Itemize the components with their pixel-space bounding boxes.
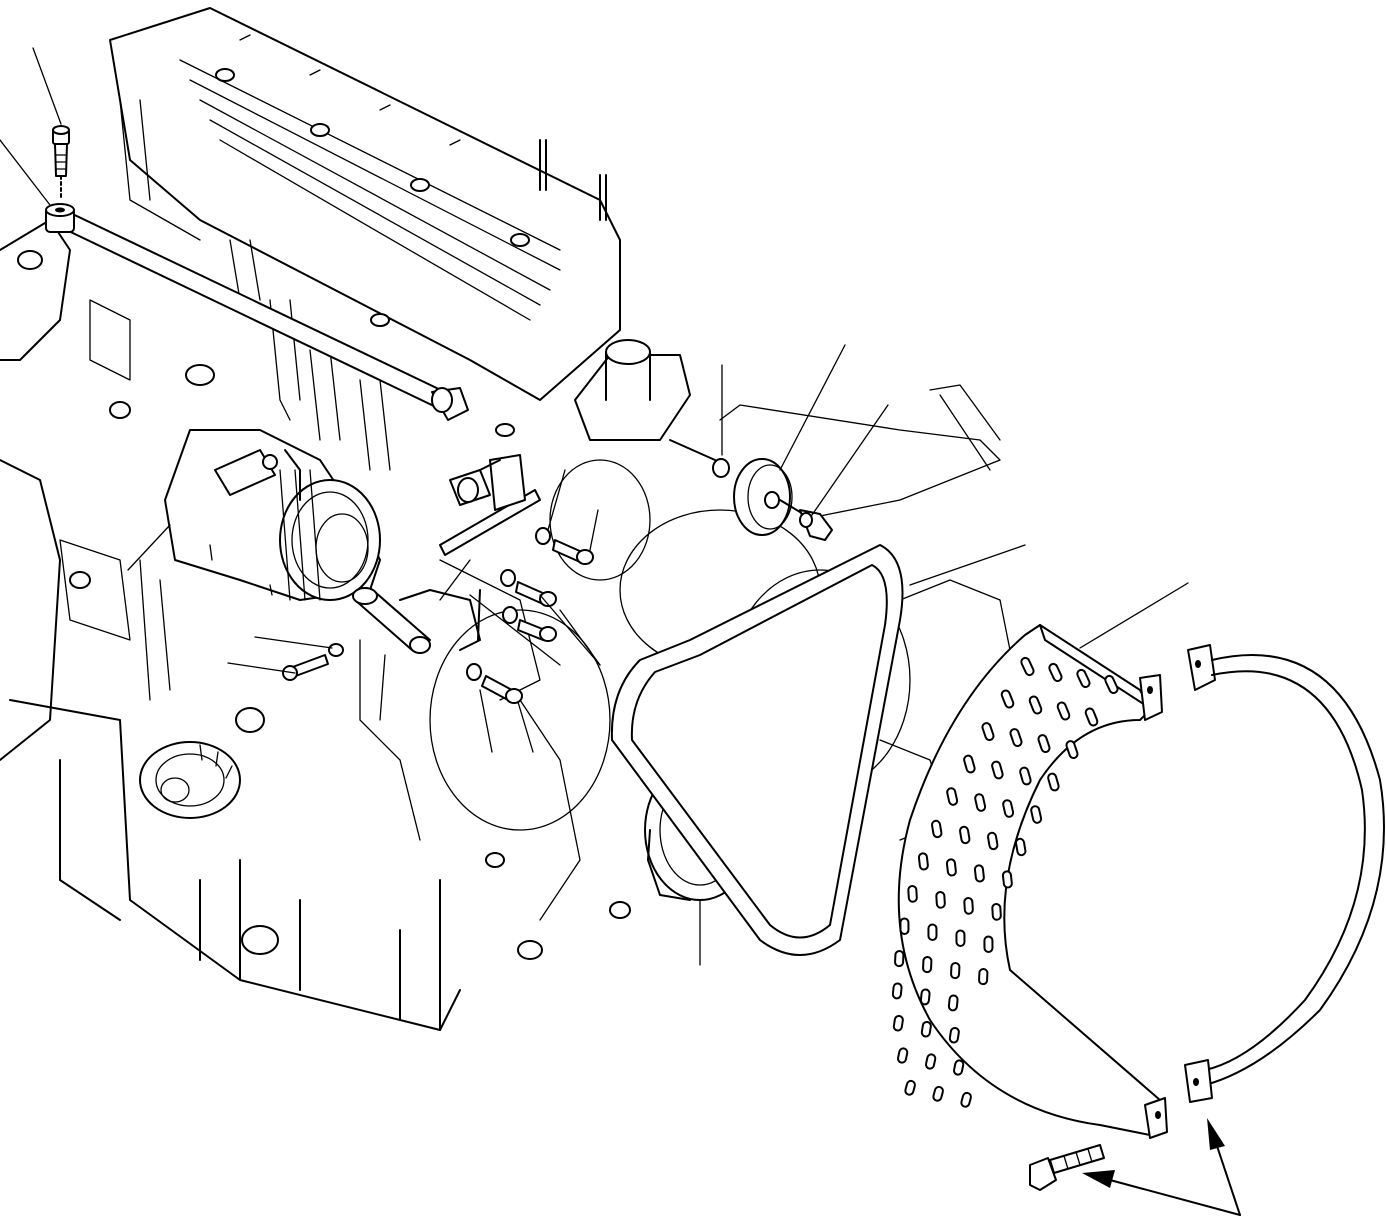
guard-slot: [951, 963, 960, 979]
guard-slot: [1104, 675, 1119, 695]
guard-slots: [892, 657, 1118, 1108]
guard-slot: [1019, 767, 1031, 786]
guard-slot: [1002, 799, 1013, 817]
guard-slot: [1037, 734, 1050, 753]
guard-slot: [908, 886, 917, 902]
guard-slot: [1057, 701, 1071, 720]
guard-band: [1185, 645, 1384, 1102]
cover-bolts: [216, 69, 529, 436]
guard-slot: [975, 865, 985, 882]
guard-slot: [1015, 838, 1026, 856]
guard-slot: [1029, 695, 1043, 714]
guard-slot: [920, 989, 929, 1005]
leader-lines: [0, 48, 1188, 965]
guard-slot: [963, 755, 975, 774]
guard-slot: [1048, 663, 1063, 683]
guard-slot: [981, 722, 994, 741]
guard-slot: [960, 1092, 971, 1108]
guard-slot: [974, 793, 985, 811]
guard-slot: [1085, 707, 1099, 726]
guard-slot: [900, 918, 908, 934]
guard-slot: [953, 1060, 964, 1076]
guard-slot: [932, 1086, 943, 1102]
guard-slot: [921, 1021, 931, 1037]
guard-slot: [1001, 689, 1015, 708]
water-pump-pulley: [670, 440, 832, 540]
guard-slot: [893, 1015, 903, 1031]
guard-slot: [949, 1027, 959, 1043]
guard-slot: [948, 995, 957, 1011]
small-bolts: [283, 528, 593, 703]
engine-block: [0, 8, 820, 1030]
guard-slot: [987, 832, 998, 850]
guard-slot: [959, 826, 970, 844]
guard-slot: [892, 983, 901, 999]
fan-belt: [612, 545, 903, 955]
guard-slot: [919, 853, 929, 870]
guard-slot: [1009, 728, 1022, 747]
guard-slot: [897, 1048, 908, 1064]
guard-slot: [895, 951, 904, 967]
guard-slot: [979, 969, 988, 985]
pivot-sleeve: [353, 588, 430, 653]
guard-slot: [923, 957, 932, 973]
guard-slot: [992, 904, 1001, 920]
block-bolts: [18, 251, 630, 959]
alternator-bracket: [400, 455, 540, 650]
rod-bolt: [53, 126, 69, 200]
assembly-arrows: [1082, 1118, 1240, 1215]
injection-pipes: [120, 100, 390, 470]
guard-bolt: [1030, 1145, 1104, 1190]
adjusting-rod: [46, 204, 468, 420]
guard-slot: [964, 898, 973, 914]
thermostat-housing: [575, 340, 690, 440]
guard-slot: [1076, 669, 1091, 689]
oil-filter: [140, 742, 240, 818]
alternator: [165, 430, 380, 600]
guard-slot: [947, 859, 957, 876]
guard-slot: [1003, 871, 1013, 888]
belt-guard: [892, 625, 1167, 1138]
guard-slot: [946, 787, 957, 805]
guard-slot: [1030, 805, 1041, 823]
guard-slot: [928, 924, 936, 940]
guard-slot: [904, 1080, 915, 1096]
guard-slot: [991, 761, 1003, 780]
guard-slot: [925, 1054, 936, 1070]
guard-slot: [1020, 657, 1035, 677]
guard-slot: [936, 892, 945, 908]
guard-slot: [956, 930, 964, 946]
guard-slot: [984, 936, 992, 952]
guard-slot: [931, 820, 942, 838]
guard-slot: [1065, 740, 1078, 759]
guard-slot: [1047, 773, 1059, 792]
